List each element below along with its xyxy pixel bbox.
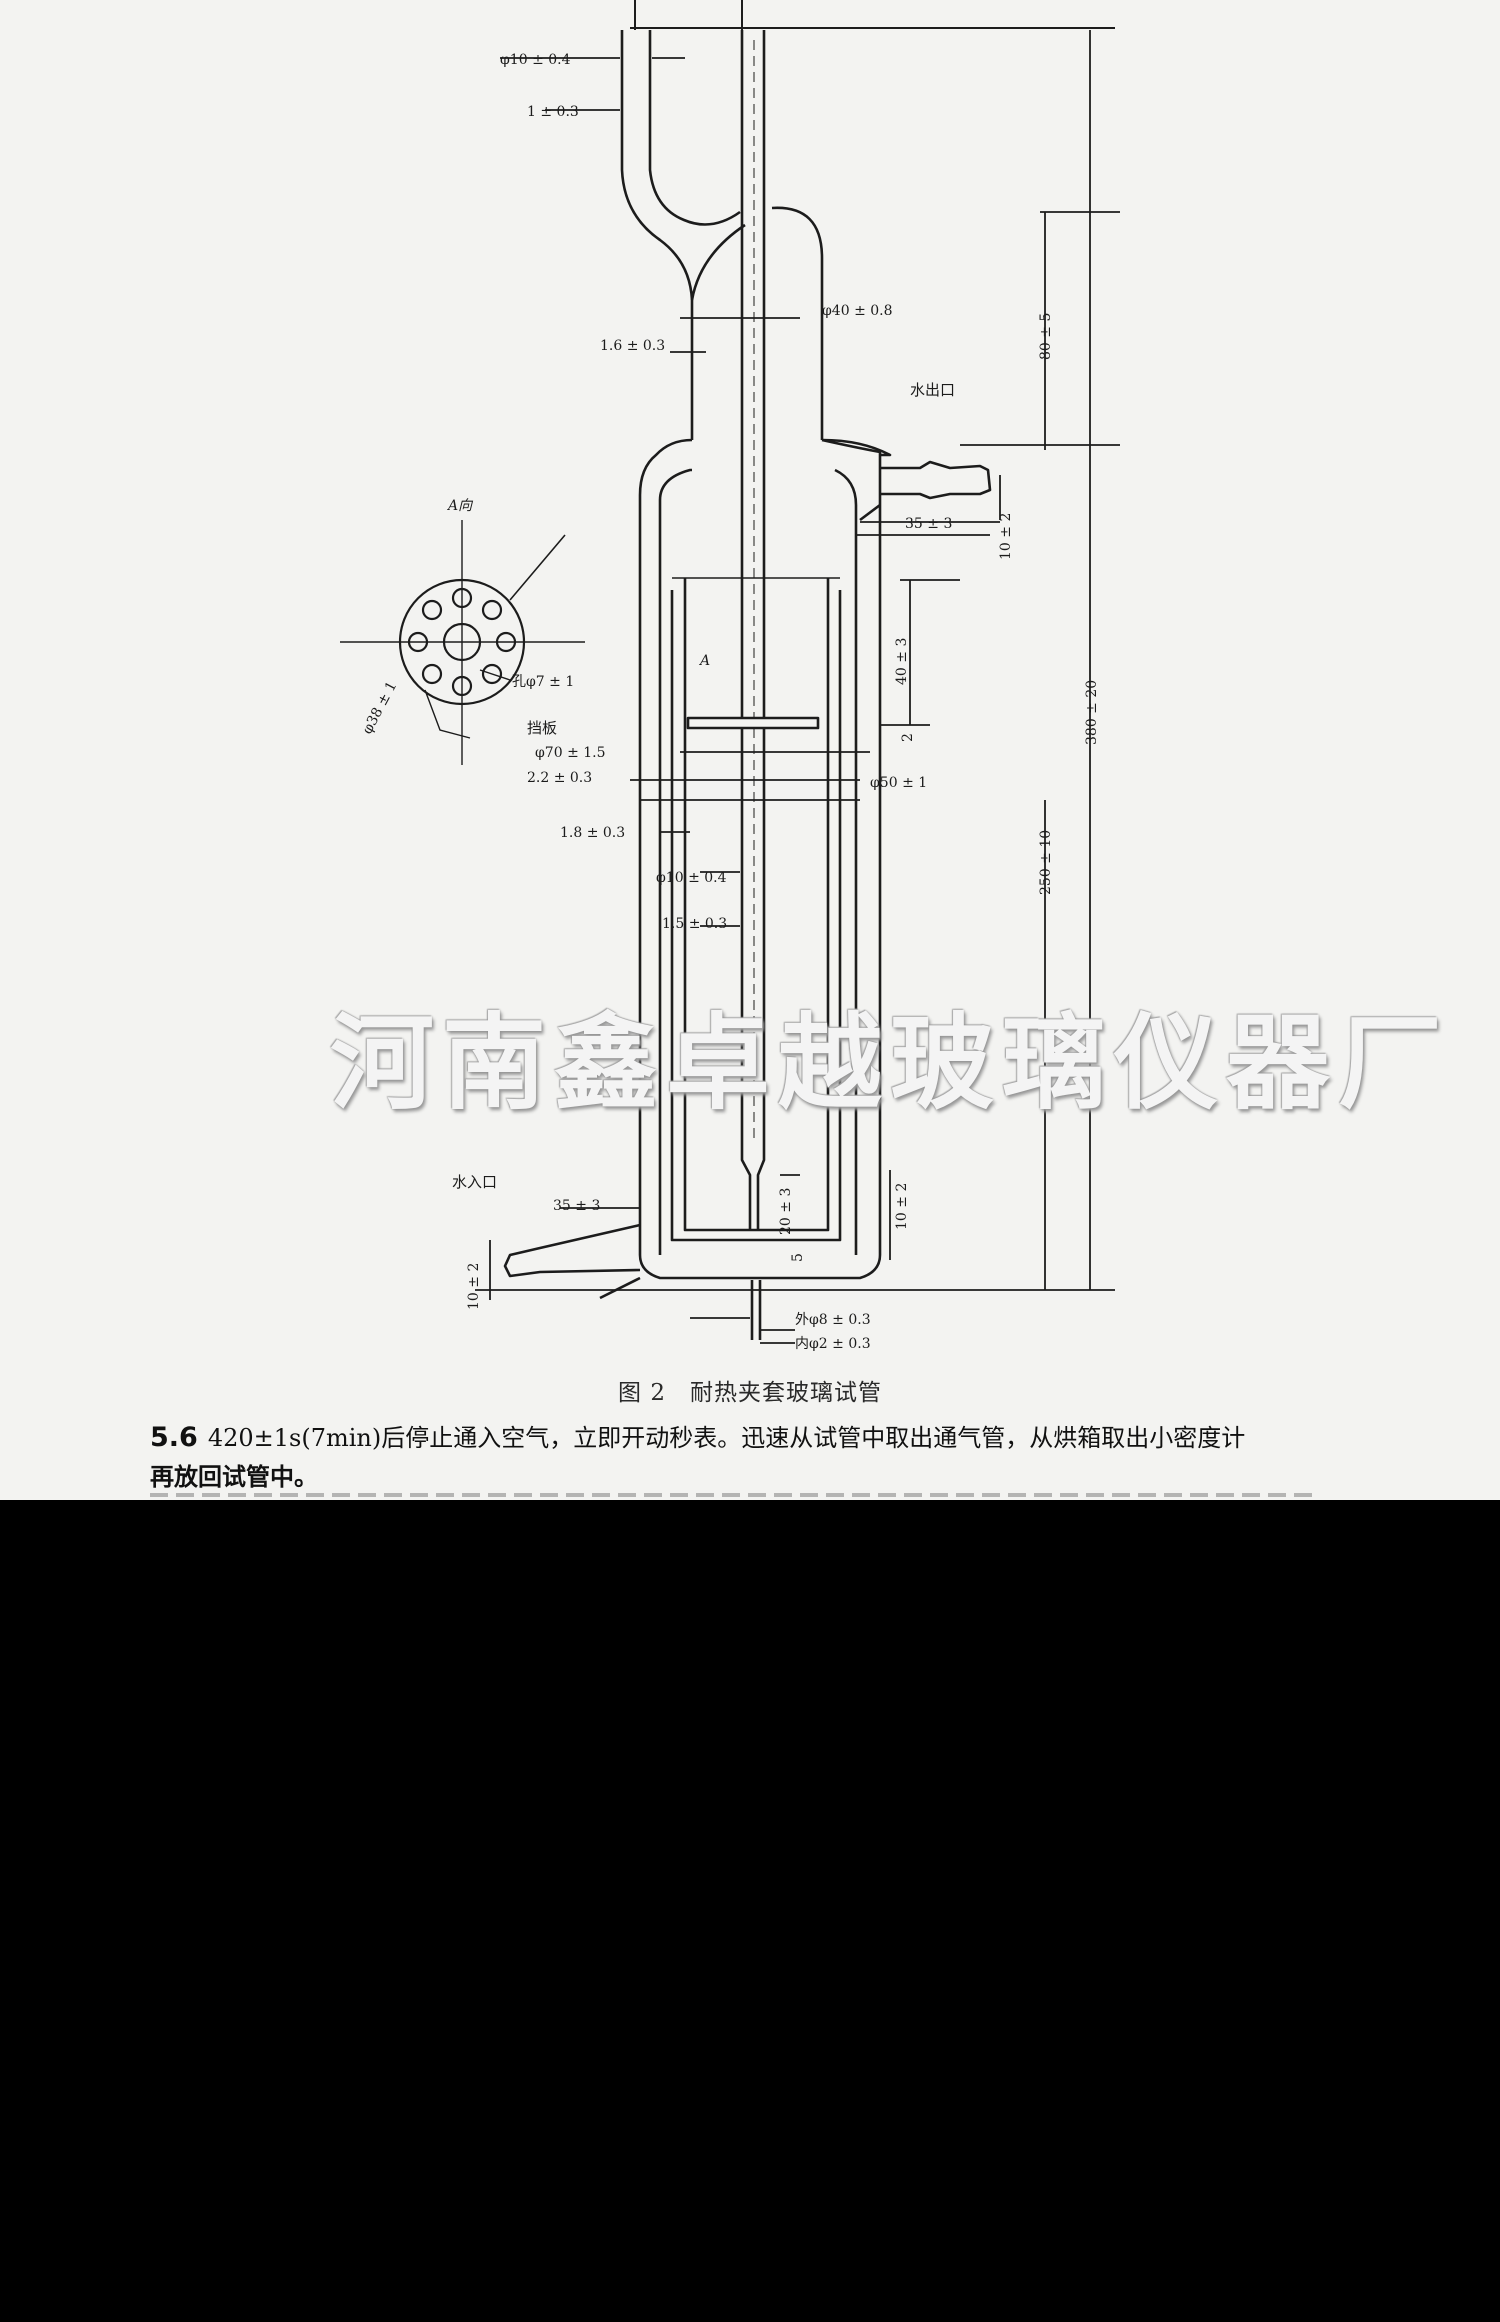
- document-page: φ10 ± 0.4 1 ± 0.3 φ40 ± 0.8 1.6 ± 0.3 水出…: [0, 0, 1500, 1500]
- dim-jacket-wall: 2.2 ± 0.3: [527, 770, 592, 786]
- dim-inner-tube-od: φ50 ± 1: [870, 775, 927, 791]
- label-water-outlet: 水出口: [910, 381, 955, 399]
- water-inlet-nozzle: [503, 1223, 641, 1278]
- dim-tip-gap: 5: [790, 1253, 806, 1262]
- dim-top-section-height: 80 ± 5: [1038, 313, 1054, 360]
- dim-inlet-length: 35 ± 3: [553, 1198, 600, 1214]
- label-water-inlet: 水入口: [452, 1173, 497, 1191]
- dim-inner-wall: 1.8 ± 0.3: [560, 825, 625, 841]
- dim-air-tube-wall: 1.5 ± 0.3: [662, 916, 727, 932]
- dim-air-tube-od: φ10 ± 0.4: [656, 870, 727, 886]
- dim-inlet-position: 10 ± 2: [466, 1263, 482, 1310]
- dim-overall-height: 380 ± 20: [1084, 680, 1100, 745]
- jacket-outline: [821, 438, 882, 1255]
- label-view-a: A向: [446, 498, 474, 514]
- dim-jacket-od: φ70 ± 1.5: [535, 745, 606, 761]
- baffle-plate: [686, 716, 820, 730]
- dim-inner-height: 250 ± 10: [1038, 830, 1054, 895]
- glass-tube-technical-drawing: φ10 ± 0.4 1 ± 0.3 φ40 ± 0.8 1.6 ± 0.3 水出…: [340, 0, 1120, 1352]
- dim-side-tube-wall: 1 ± 0.3: [527, 104, 579, 120]
- dim-baffle-depth: 40 ± 3: [894, 638, 910, 685]
- dim-body-wall: 1.6 ± 0.3: [600, 338, 665, 354]
- body-paragraph-1: 5.6 420±1s(7min)后停止通入空气，立即开动秒表。迅速从试管中取出通气…: [150, 1418, 1380, 1453]
- watermark-text: 河南鑫卓越玻璃仪器厂: [330, 1002, 1451, 1124]
- side-tube-outline: [620, 30, 694, 440]
- body-paragraph-2: 再放回试管中。: [150, 1462, 318, 1491]
- dim-plate-hole: 孔φ7 ± 1: [512, 674, 574, 690]
- dim-body-od: φ40 ± 0.8: [822, 303, 893, 319]
- dim-tip-inner: 内φ2 ± 0.3: [795, 1336, 871, 1352]
- dim-plate-diameter: φ38 ± 1: [359, 679, 400, 737]
- cutoff-text-line: [150, 1493, 1320, 1497]
- inner-tube-outline: [670, 590, 842, 1242]
- dim-side-tube-od: φ10 ± 0.4: [500, 52, 571, 68]
- dim-tip-length: 20 ± 3: [778, 1188, 794, 1235]
- label-baffle: 挡板: [527, 719, 557, 737]
- dim-outlet-position: 10 ± 2: [998, 513, 1014, 560]
- label-section-a: A: [698, 653, 710, 669]
- bulb-outline: [690, 223, 746, 301]
- water-outlet-nozzle: [880, 460, 992, 500]
- air-pipe: [740, 30, 752, 1230]
- dim-baffle-gap: 2: [900, 733, 916, 742]
- clause-number: 5.6: [150, 1422, 198, 1453]
- dim-outlet-length: 35 ± 3: [905, 516, 952, 532]
- a-view-plate: [340, 520, 585, 765]
- dim-bottom-gap: 10 ± 2: [894, 1183, 910, 1230]
- figure-caption: 图 2 耐热夹套玻璃试管: [618, 1380, 882, 1406]
- paragraph-1-text: 420±1s(7min)后停止通入空气，立即开动秒表。迅速从试管中取出通气管，从…: [207, 1424, 1246, 1452]
- dim-tip-outer: 外φ8 ± 0.3: [795, 1312, 871, 1328]
- black-bottom-area: [0, 1500, 1500, 2322]
